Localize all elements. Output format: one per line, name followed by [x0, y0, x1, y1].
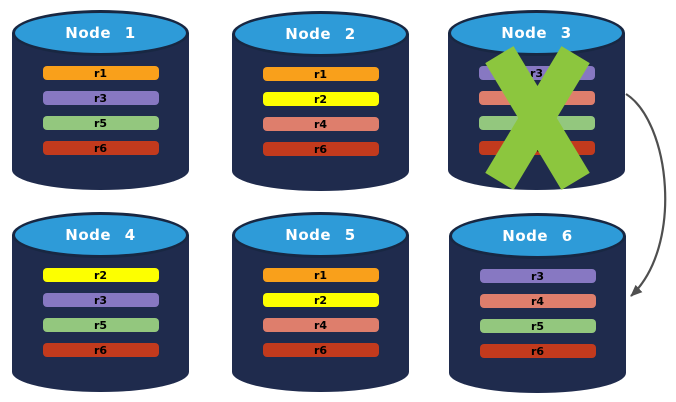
node-1-replicas: r1 r3 r5 r6: [12, 66, 189, 155]
node-6-cylinder-top: Node 6: [449, 213, 626, 259]
node-6-cylinder-body: [449, 236, 626, 393]
node-2-title: Node 2: [285, 25, 356, 43]
replica-label: r3: [93, 293, 108, 307]
replica-label: r3: [529, 66, 544, 80]
replica-bar: r3: [42, 91, 159, 105]
replica-bar: r1: [262, 67, 379, 81]
node-3-title: Node 3: [501, 24, 572, 42]
node-2-cylinder-top: Node 2: [232, 11, 409, 57]
replica-bar: r6: [262, 142, 379, 156]
replica-bar: r3: [42, 293, 159, 307]
node-6-replicas: r3 r4 r5 r6: [449, 269, 626, 358]
node-6: Node 6 r3 r4 r5 r6: [449, 213, 626, 393]
node-5-cylinder-top: Node 5: [232, 212, 409, 258]
node-4-cylinder-body: [12, 235, 189, 392]
replica-label: r6: [530, 344, 545, 358]
node-1-title: Node 1: [65, 24, 136, 42]
node-4-replicas: r2 r3 r5 r6: [12, 268, 189, 357]
replica-label: r4: [313, 318, 328, 332]
replica-bar: r2: [42, 268, 159, 282]
replica-label: r1: [93, 66, 108, 80]
node-3: Node 3 r3 r4 r5 r6: [448, 10, 625, 190]
replica-bar: r1: [262, 268, 379, 282]
node-5: Node 5 r1 r2 r4 r6: [232, 212, 409, 392]
replica-bar: r5: [479, 319, 596, 333]
node-4-cylinder-top: Node 4: [12, 212, 189, 258]
node-2-cylinder-body: [232, 34, 409, 191]
node-4-title: Node 4: [65, 226, 136, 244]
replica-bar: r4: [262, 318, 379, 332]
replica-label: r2: [313, 293, 328, 307]
replica-label: r1: [313, 268, 328, 282]
replica-label: r4: [313, 117, 328, 131]
replica-label: r2: [313, 92, 328, 106]
replica-label: r4: [530, 294, 545, 308]
replica-bar: r6: [479, 344, 596, 358]
replica-label: r2: [93, 268, 108, 282]
replica-bar: r4: [262, 117, 379, 131]
replica-bar: r6: [262, 343, 379, 357]
node-3-cylinder-top: Node 3: [448, 10, 625, 56]
replica-bar: r2: [262, 293, 379, 307]
replica-bar: r5: [42, 318, 159, 332]
failover-arrow-path: [625, 93, 667, 297]
replica-bar: r6: [42, 343, 159, 357]
node-6-title: Node 6: [502, 227, 573, 245]
node-1-cylinder-body: [12, 33, 189, 190]
node-5-cylinder-body: [232, 235, 409, 392]
replica-label: r3: [93, 91, 108, 105]
node-2: Node 2 r1 r2 r4 r6: [232, 11, 409, 191]
replica-label: r6: [313, 343, 328, 357]
replica-label: r5: [93, 116, 108, 130]
replica-bar: r4: [479, 294, 596, 308]
node-1-cylinder-top: Node 1: [12, 10, 189, 56]
replica-bar: r3: [479, 269, 596, 283]
replica-label: r6: [313, 142, 328, 156]
replica-bar: r5: [42, 116, 159, 130]
replica-label: r3: [530, 269, 545, 283]
node-5-replicas: r1 r2 r4 r6: [232, 268, 409, 357]
node-4: Node 4 r2 r3 r5 r6: [12, 212, 189, 392]
replica-label: r6: [93, 141, 108, 155]
replica-bar: r6: [42, 141, 159, 155]
replica-bar: r2: [262, 92, 379, 106]
replica-label: r5: [530, 319, 545, 333]
replica-label: r6: [93, 343, 108, 357]
replica-bar: r1: [42, 66, 159, 80]
node-5-title: Node 5: [285, 226, 356, 244]
replica-label: r5: [93, 318, 108, 332]
replica-label: r1: [313, 67, 328, 81]
node-2-replicas: r1 r2 r4 r6: [232, 67, 409, 156]
node-1: Node 1 r1 r3 r5 r6: [12, 10, 189, 190]
